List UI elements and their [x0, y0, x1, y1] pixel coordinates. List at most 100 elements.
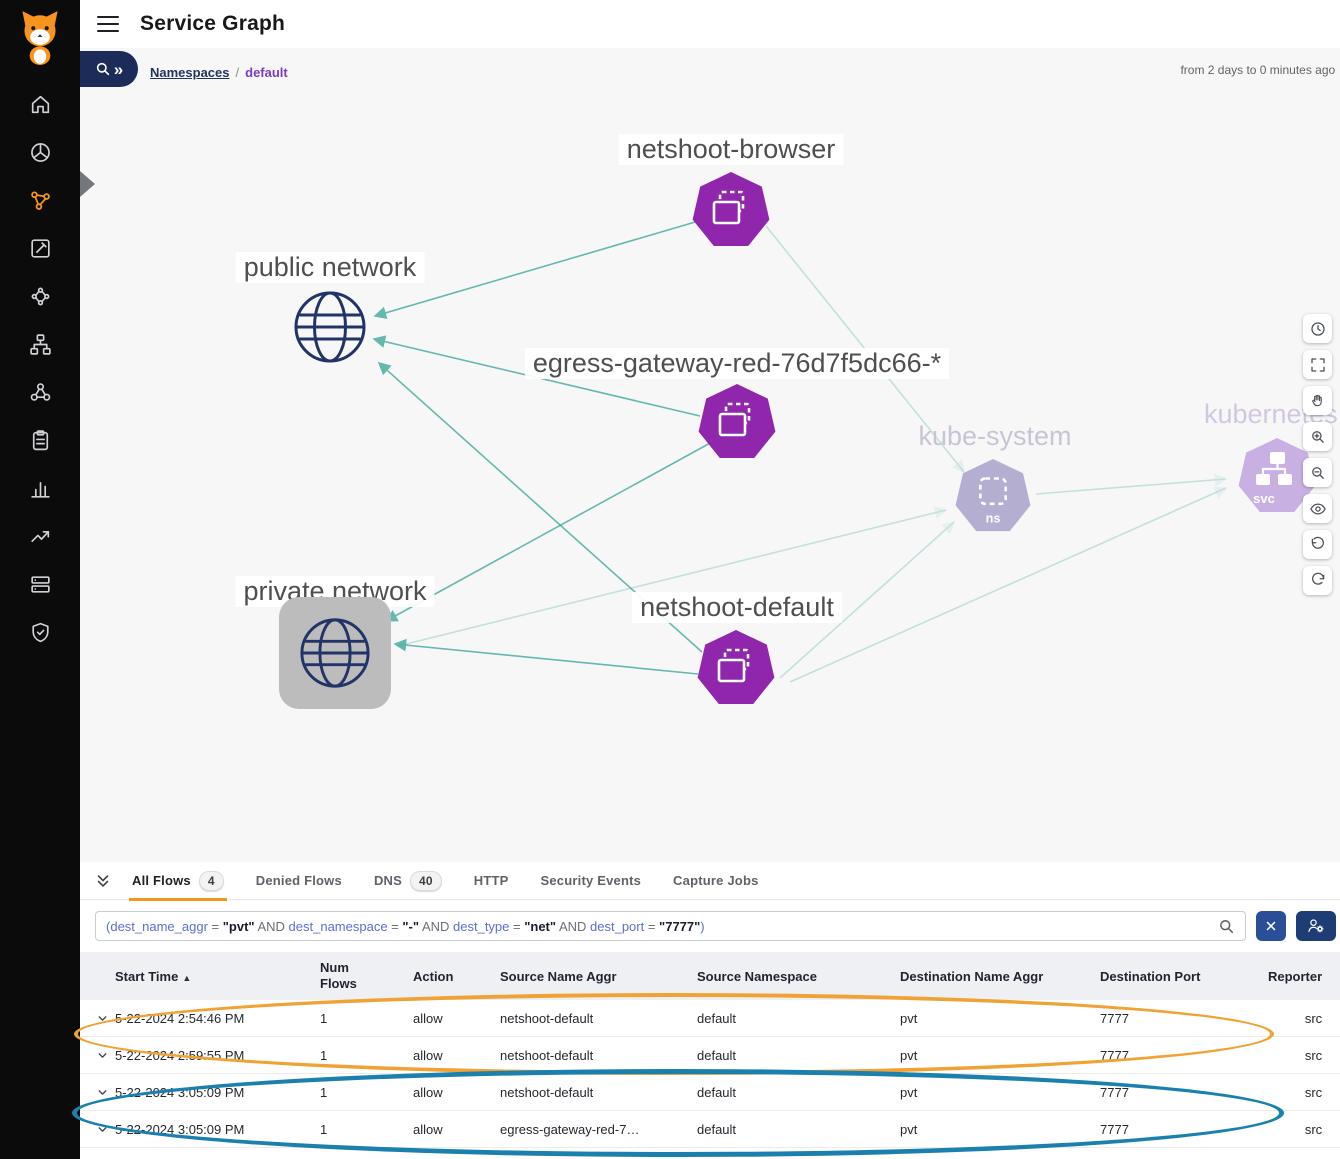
toolbar-time-button[interactable] — [1303, 314, 1333, 343]
hand-pan-icon — [1311, 394, 1322, 406]
cell-destination-name-aggr: pvt — [900, 1047, 918, 1063]
tab-count-badge: 4 — [198, 870, 224, 891]
cell-action: allow — [413, 1047, 443, 1063]
eye-icon — [1309, 502, 1326, 515]
hamburger-menu-icon[interactable] — [97, 15, 119, 33]
clear-filter-button[interactable] — [1256, 911, 1287, 941]
toolbar-zoom-out-button[interactable] — [1303, 458, 1333, 487]
cell-destination-port: 7777 — [1100, 1010, 1129, 1026]
bar-chart-icon — [30, 481, 50, 498]
row-expand-chevron-icon[interactable] — [90, 1049, 115, 1062]
tab-label: DNS — [373, 873, 402, 888]
header-source-name-aggr[interactable]: Source Name Aggr — [500, 968, 617, 984]
node-netshoot-default[interactable] — [696, 629, 776, 714]
sidebar-item-statistics[interactable] — [0, 464, 80, 512]
tab-capture-jobs[interactable]: Capture Jobs — [673, 862, 758, 900]
table-row[interactable]: 5-22-2024 3:05:09 PM 1 allow egress-gate… — [80, 1111, 1340, 1148]
sidebar-item-storage[interactable] — [0, 560, 80, 608]
row-expand-chevron-icon[interactable] — [90, 1123, 115, 1136]
header-start-time[interactable]: Start Time▲ — [115, 968, 192, 984]
globe-icon — [300, 618, 370, 688]
toolbar-pan-button[interactable] — [1303, 386, 1333, 415]
toolbar-undo-button[interactable] — [1303, 530, 1333, 559]
table-row[interactable]: 5-22-2024 2:54:46 PM 1 allow netshoot-de… — [80, 1000, 1340, 1037]
tab-all-flows[interactable]: All Flows 4 — [129, 862, 227, 901]
tab-dns[interactable]: DNS 40 — [374, 862, 442, 900]
breadcrumb-separator: / — [235, 65, 240, 80]
expand-chevrons-icon: » — [113, 59, 124, 79]
dashboard-icon — [30, 142, 50, 162]
cell-start-time: 5-22-2024 3:05:09 PM — [115, 1084, 245, 1100]
sidebar-item-dashboard[interactable] — [0, 128, 80, 176]
user-settings-button[interactable] — [1296, 911, 1337, 941]
collapse-panel-button[interactable] — [94, 872, 112, 890]
node-netshoot-browser[interactable] — [691, 171, 771, 256]
cell-reporter: src — [1304, 1084, 1323, 1100]
node-label-netshoot-browser[interactable]: netshoot-browser — [618, 134, 844, 165]
filter-search-icon — [1218, 918, 1235, 935]
table-row[interactable]: 5-22-2024 2:59:55 PM 1 allow netshoot-de… — [80, 1037, 1340, 1074]
node-label-public-network[interactable]: public network — [235, 252, 425, 283]
header-num-flows[interactable]: Num Flows — [320, 959, 357, 991]
header-action[interactable]: Action — [413, 968, 454, 984]
node-public-network[interactable] — [292, 289, 368, 370]
breadcrumb-namespaces-link[interactable]: Namespaces — [150, 65, 230, 80]
header-destination-name-aggr[interactable]: Destination Name Aggr — [900, 968, 1044, 984]
flows-table-header: Start Time▲ Num Flows Action Source Name… — [80, 952, 1340, 1000]
node-private-network[interactable] — [279, 597, 391, 709]
main-area: Service Graph » Namespaces / default fro… — [72, 0, 1340, 1159]
service-graph-icon — [30, 190, 50, 210]
tab-http[interactable]: HTTP — [474, 862, 509, 900]
close-icon — [1266, 921, 1276, 931]
tab-label: Denied Flows — [255, 873, 342, 888]
node-label-netshoot-default[interactable]: netshoot-default — [632, 592, 842, 623]
tab-security-events[interactable]: Security Events — [541, 862, 642, 900]
fullscreen-icon — [1311, 357, 1325, 372]
flow-filter-input[interactable]: (dest_name_aggr = "pvt" AND dest_namespa… — [95, 911, 1247, 941]
table-row[interactable]: 5-22-2024 3:05:09 PM 1 allow netshoot-de… — [80, 1074, 1340, 1111]
sidebar-item-home[interactable] — [0, 80, 80, 128]
cell-source-namespace: default — [697, 1084, 737, 1100]
search-icon — [96, 62, 109, 76]
node-label-kube-system[interactable]: kube-system — [918, 421, 1072, 451]
tab-denied-flows[interactable]: Denied Flows — [256, 862, 342, 900]
cell-start-time: 5-22-2024 2:59:55 PM — [115, 1047, 245, 1063]
cell-destination-name-aggr: pvt — [900, 1121, 918, 1137]
sidebar-item-cluster[interactable] — [0, 368, 80, 416]
graph-search-button[interactable]: » — [80, 51, 138, 87]
sidebar-item-security[interactable] — [0, 608, 80, 656]
node-kube-system-namespace[interactable]: ns — [954, 458, 1032, 541]
toolbar-visibility-button[interactable] — [1303, 494, 1333, 523]
header-reporter[interactable]: Reporter — [1268, 968, 1323, 984]
sidebar-item-hierarchy[interactable] — [0, 320, 80, 368]
sidebar-item-policies[interactable] — [0, 224, 80, 272]
cell-source-namespace: default — [697, 1047, 737, 1063]
tigera-cat-logo[interactable] — [0, 0, 80, 80]
row-expand-chevron-icon[interactable] — [90, 1012, 115, 1025]
toolbar-zoom-in-button[interactable] — [1303, 422, 1333, 451]
node-kubernetes-service[interactable]: svc — [1237, 437, 1317, 522]
cluster-icon — [30, 382, 50, 401]
filter-row: (dest_name_aggr = "pvt" AND dest_namespa… — [80, 900, 1340, 952]
globe-icon — [294, 291, 366, 363]
node-egress-gateway[interactable] — [697, 383, 777, 468]
cell-action: allow — [413, 1121, 443, 1137]
row-expand-chevron-icon[interactable] — [90, 1086, 115, 1099]
cell-destination-name-aggr: pvt — [900, 1010, 918, 1026]
header-source-namespace[interactable]: Source Namespace — [697, 968, 817, 984]
cell-action: allow — [413, 1010, 443, 1026]
node-label-egress-gateway[interactable]: egress-gateway-red-76d7f5dc66-* — [524, 348, 950, 379]
namespace-icon: ns — [955, 458, 1031, 532]
sidebar-item-compliance[interactable] — [0, 416, 80, 464]
sidebar-item-trends[interactable] — [0, 512, 80, 560]
toolbar-refresh-button[interactable] — [1303, 566, 1333, 595]
sidebar-item-endpoints[interactable] — [0, 272, 80, 320]
cat-logo-icon — [22, 11, 58, 65]
cell-num-flows: 1 — [320, 1010, 328, 1026]
header-destination-port[interactable]: Destination Port — [1100, 968, 1201, 984]
user-gear-icon — [1308, 919, 1324, 933]
toolbar-fullscreen-button[interactable] — [1303, 350, 1333, 379]
sidebar-item-service-graph[interactable] — [0, 176, 80, 224]
cell-start-time: 5-22-2024 2:54:46 PM — [115, 1010, 245, 1026]
